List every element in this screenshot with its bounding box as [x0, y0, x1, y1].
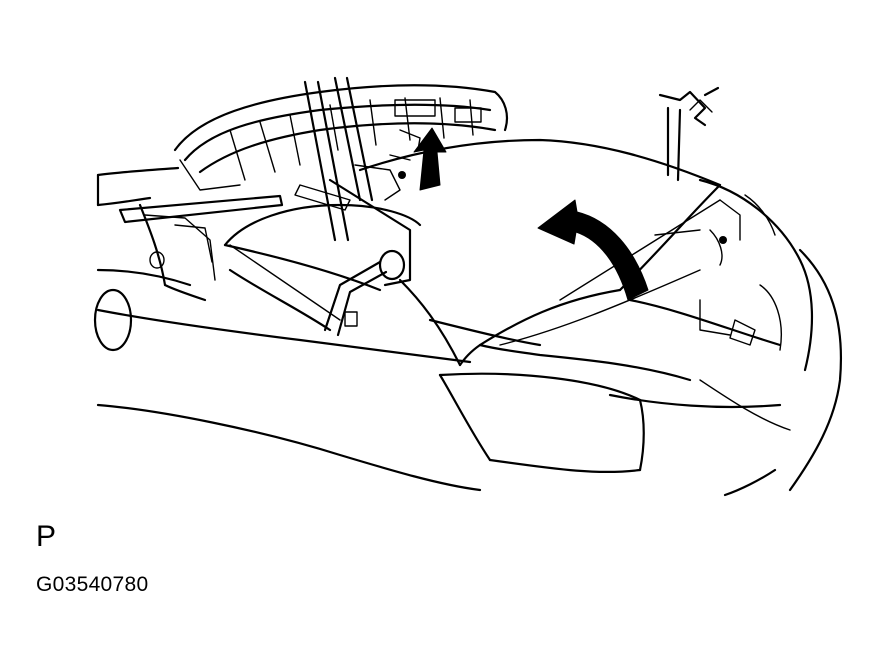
- figure-code: G03540780: [36, 573, 149, 596]
- rear-seat-area: [223, 203, 692, 382]
- left-bracket-area: [118, 194, 284, 302]
- left-body-panel: [96, 166, 482, 492]
- left-lamp: [93, 288, 133, 352]
- rear-deck: [438, 248, 843, 497]
- connector-details: [344, 129, 421, 327]
- lift-arrow-small: [413, 127, 447, 191]
- convertible-top-illustration: [93, 76, 843, 497]
- lift-arrow-large: [537, 199, 649, 301]
- view-label: P: [36, 520, 57, 553]
- tonneau-cover: [358, 138, 722, 367]
- trunk-opening: [608, 178, 814, 409]
- folding-top-frame: [173, 84, 509, 191]
- support-arms: [229, 76, 412, 337]
